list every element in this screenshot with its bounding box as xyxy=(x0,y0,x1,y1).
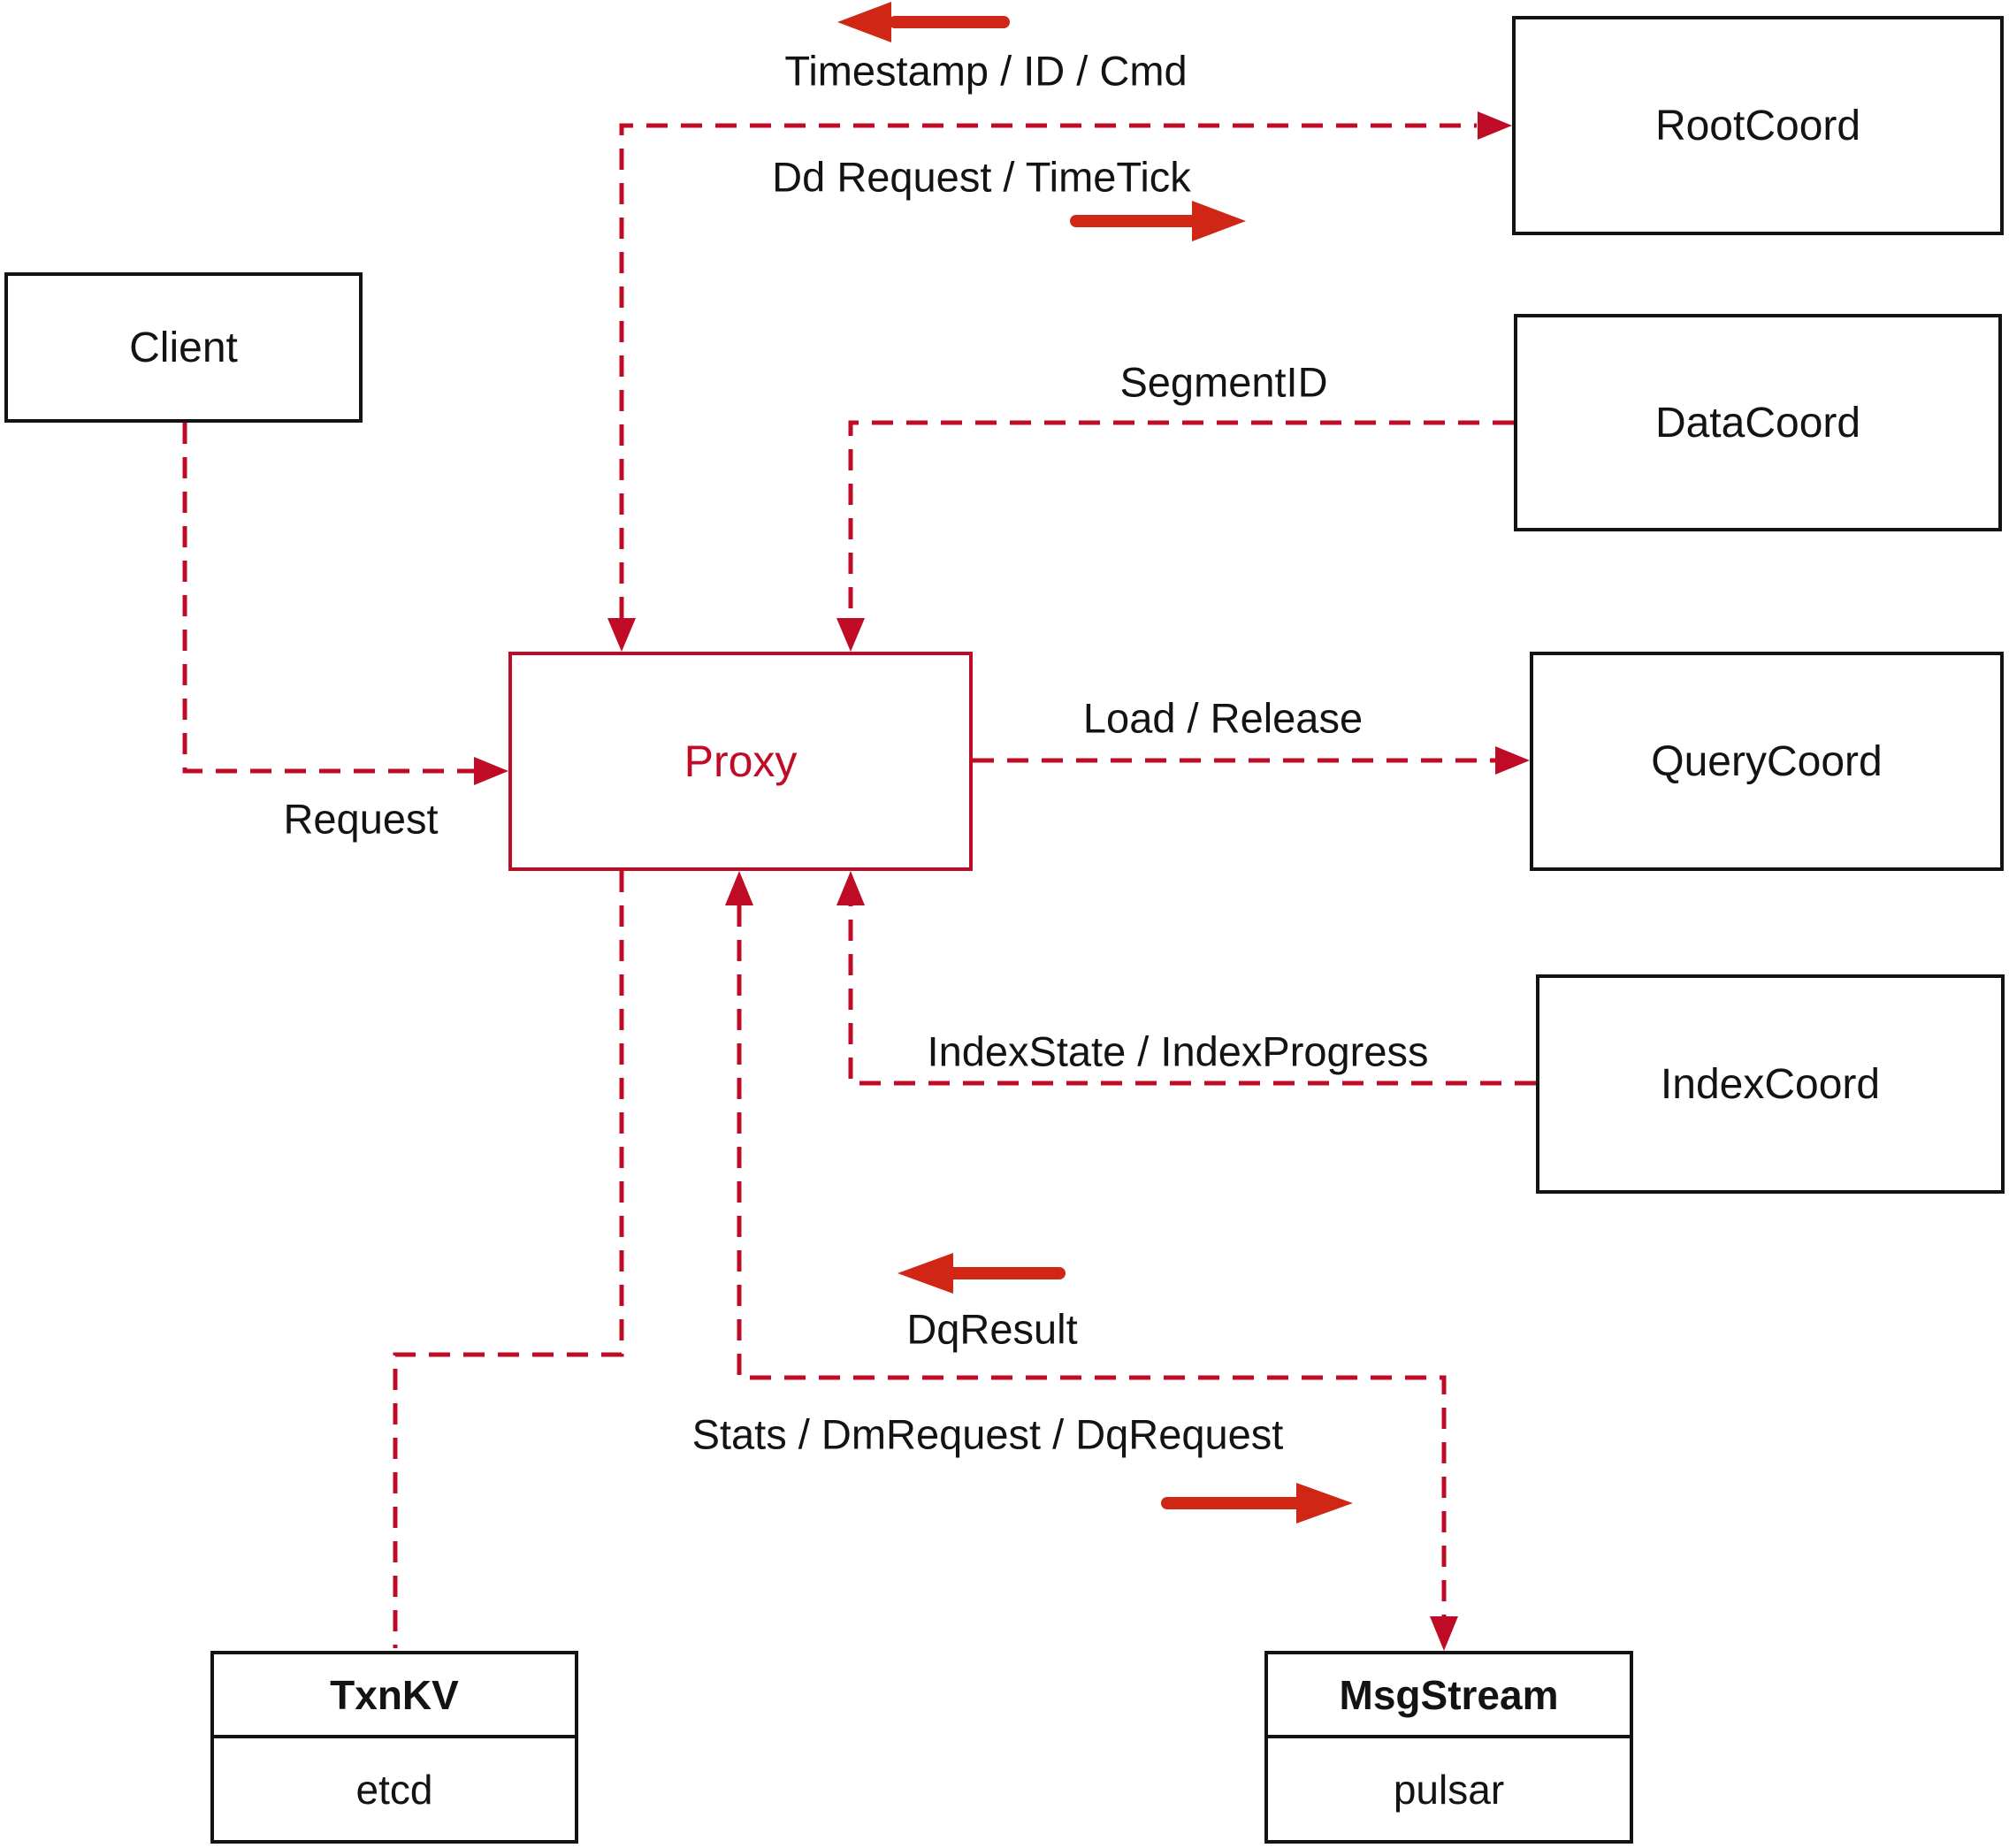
edge-label-indexstate-indexprogress: IndexState / IndexProgress xyxy=(927,1027,1429,1075)
node-proxy: Proxy xyxy=(508,652,973,871)
node-indexcoord: IndexCoord xyxy=(1536,974,2005,1194)
node-indexcoord-label: IndexCoord xyxy=(1660,1060,1881,1108)
store-txnkv-impl: etcd xyxy=(355,1766,433,1813)
arrow-left-icon xyxy=(898,1253,1066,1294)
edge-label-load-release: Load / Release xyxy=(1082,694,1364,742)
edge-proxy-querycoord xyxy=(973,746,1530,775)
node-datacoord: DataCoord xyxy=(1514,314,2002,531)
node-client: Client xyxy=(4,272,363,423)
store-txnkv-title: TxnKV xyxy=(214,1654,575,1738)
node-proxy-label: Proxy xyxy=(684,737,798,786)
store-msgstream-impl: pulsar xyxy=(1393,1766,1505,1813)
node-querycoord: QueryCoord xyxy=(1530,652,2004,871)
store-txnkv: TxnKV etcd xyxy=(210,1651,578,1844)
edge-proxy-txnkv xyxy=(393,871,624,1648)
store-msgstream-title: MsgStream xyxy=(1268,1654,1630,1738)
edge-label-stats-dmrequest-dqrequest: Stats / DmRequest / DqRequest xyxy=(691,1410,1284,1458)
edge-proxy-msgstream xyxy=(725,871,1458,1651)
node-rootcoord: RootCoord xyxy=(1512,16,2004,235)
edge-proxy-rootcoord xyxy=(607,111,1512,652)
edge-label-segmentid: SegmentID xyxy=(1119,358,1328,406)
edge-label-dd-request-timetick: Dd Request / TimeTick xyxy=(772,153,1191,201)
arrow-right-icon xyxy=(1070,201,1246,241)
arrow-left-icon xyxy=(837,2,1010,42)
edge-label-timestamp-id-cmd: Timestamp / ID / Cmd xyxy=(784,47,1188,95)
node-rootcoord-label: RootCoord xyxy=(1654,102,1861,149)
edge-client-proxy xyxy=(182,423,508,785)
node-datacoord-label: DataCoord xyxy=(1654,399,1861,447)
node-querycoord-label: QueryCoord xyxy=(1651,737,1883,785)
edge-indexcoord-proxy xyxy=(836,871,1536,1086)
edge-label-dqresult: DqResult xyxy=(906,1305,1078,1353)
edge-datacoord-proxy xyxy=(836,420,1514,652)
edge-label-request: Request xyxy=(283,795,439,843)
store-msgstream: MsgStream pulsar xyxy=(1264,1651,1633,1844)
node-client-label: Client xyxy=(129,324,238,371)
arrow-right-icon xyxy=(1161,1483,1353,1523)
